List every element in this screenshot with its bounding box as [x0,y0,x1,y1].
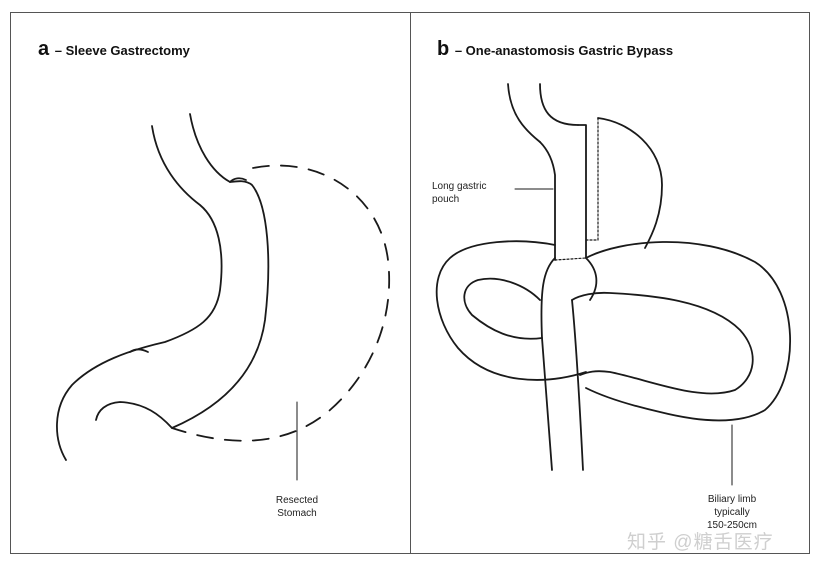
biliary-limb-label-text: Biliary limb typically 150-250cm [706,494,758,531]
long-gastric-pouch-label-text: Long gastric pouch [432,181,487,205]
resected-stomach-outline [171,164,390,442]
panel-b-letter: b [437,38,450,60]
resected-stomach-label: Resected Stomach [258,494,336,520]
panel-a-title-text: – Sleeve Gastrectomy [54,43,190,58]
staple-line-vertical [585,117,599,241]
panel-divider [410,12,411,554]
panel-b-title: b – One-anastomosis Gastric Bypass [437,38,673,61]
panel-a-letter: a [38,38,50,60]
resected-stomach-label-text: Resected Stomach [275,495,319,519]
gastric-pouch [507,83,663,261]
panel-b-title-text: – One-anastomosis Gastric Bypass [454,43,674,58]
panel-a-title: a – Sleeve Gastrectomy [38,38,190,61]
biliary-limb-label: Biliary limb typically 150-250cm [686,493,778,532]
intestinal-loop [435,240,791,471]
sleeve-stomach [56,113,270,461]
long-gastric-pouch-label: Long gastric pouch [432,180,514,206]
watermark: 知乎 @糖舌医疗 [627,532,774,553]
staple-line-horizontal [554,257,587,261]
